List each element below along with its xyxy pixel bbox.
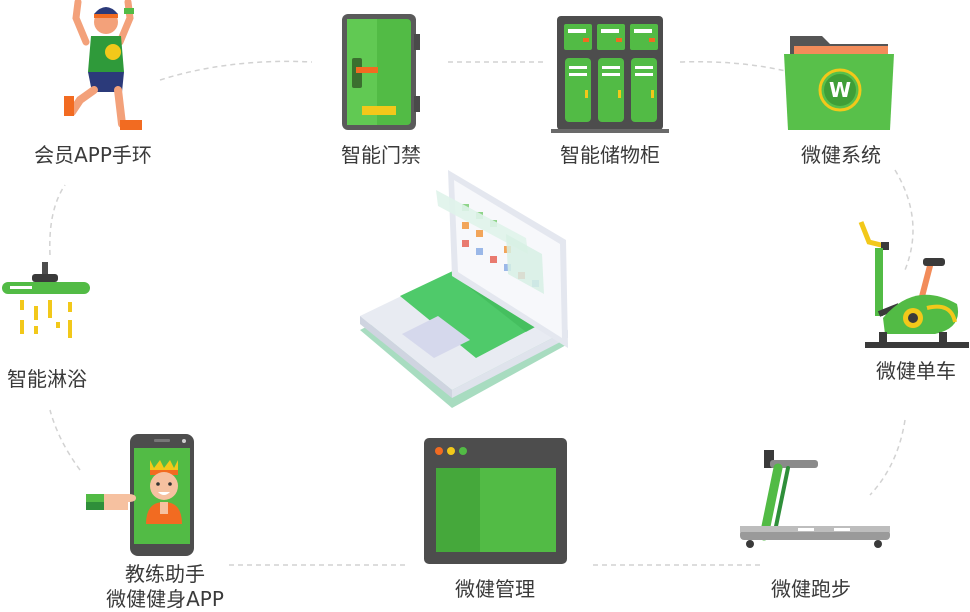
phone-icon	[86, 434, 194, 556]
weijian-run-label: 微健跑步	[771, 577, 851, 601]
coach-app-label-line1: 教练助手	[125, 562, 205, 586]
coach-app-label-line2: 微健健身APP	[106, 587, 224, 611]
runner-icon	[64, 0, 142, 130]
folder-icon: W	[784, 36, 894, 130]
central-laptop	[356, 168, 572, 414]
smart-locker-node[interactable]	[551, 14, 669, 136]
weijian-logo-letter: W	[829, 78, 851, 102]
weijian-system-label: 微健系统	[801, 143, 881, 167]
weijian-bike-node[interactable]	[855, 218, 970, 350]
smart-door-node[interactable]	[340, 12, 422, 134]
smart-shower-label: 智能淋浴	[7, 367, 87, 391]
weijian-mgmt-label: 微健管理	[455, 577, 535, 601]
door-icon	[342, 14, 420, 130]
smart-door-label: 智能门禁	[341, 143, 421, 167]
member-app-label: 会员APP手环	[34, 143, 152, 167]
locker-icon	[551, 16, 669, 133]
browser-window-icon	[424, 438, 567, 564]
laptop-icon	[360, 170, 568, 408]
exercise-bike-icon	[858, 221, 969, 348]
weijian-system-node[interactable]: W	[782, 32, 898, 134]
weijian-run-node[interactable]	[738, 448, 894, 552]
member-app-node[interactable]	[58, 0, 148, 135]
smart-shower-node[interactable]	[2, 262, 92, 352]
treadmill-icon	[740, 450, 890, 548]
weijian-bike-label: 微健单车	[876, 359, 956, 383]
weijian-mgmt-node[interactable]	[424, 438, 568, 564]
smart-locker-label: 智能储物柜	[560, 143, 660, 167]
coach-app-node[interactable]	[84, 432, 198, 560]
shower-icon	[2, 262, 90, 338]
